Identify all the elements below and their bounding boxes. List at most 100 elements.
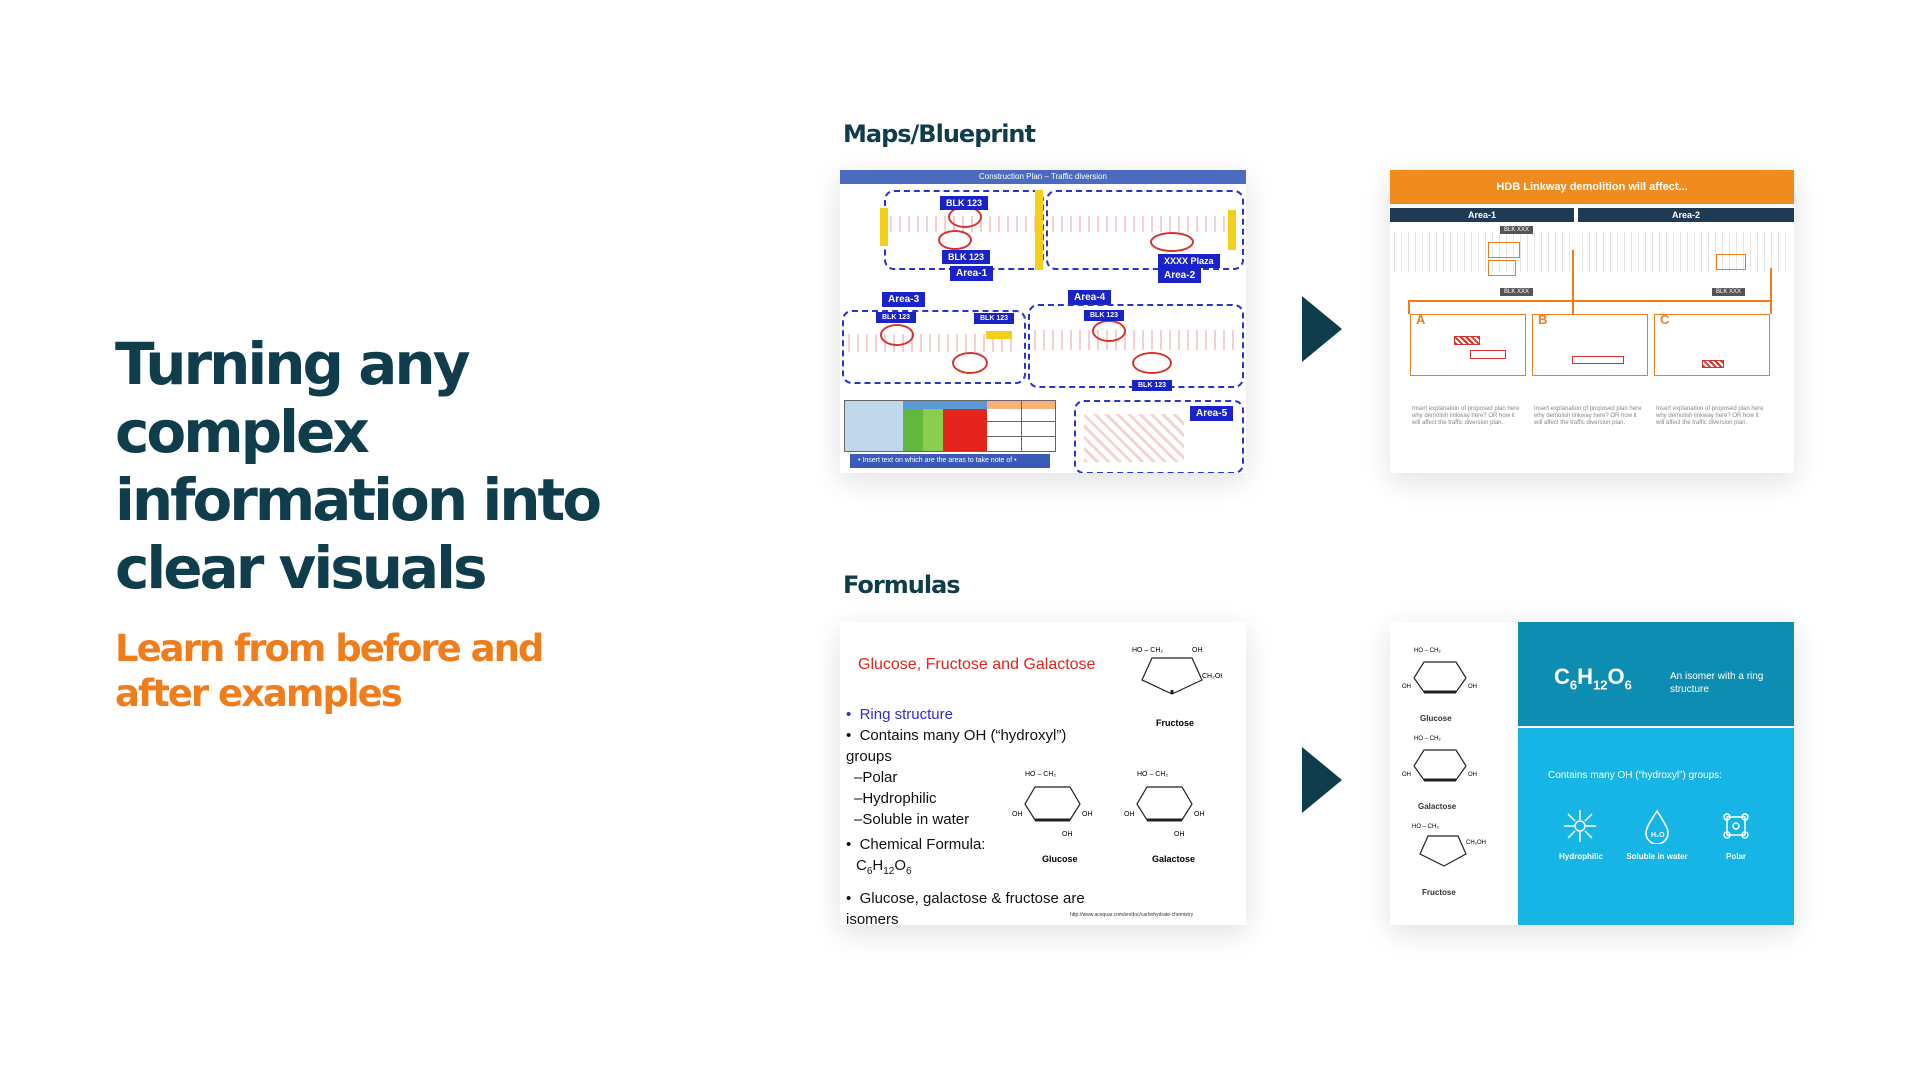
svg-text:CH₂OH: CH₂OH [1202, 673, 1222, 680]
polar-label: Polar [1725, 852, 1746, 861]
soluble-label: Soluble in water [1626, 852, 1688, 861]
fructose-ring-icon: HO – CH₂ CH₂OH [1412, 824, 1486, 867]
svg-text:OH: OH [1082, 811, 1093, 818]
polar-molecule-icon [1723, 813, 1749, 839]
area-1-map [1394, 232, 1570, 272]
glucose-ring-icon: HO – CH₂ OH OH OH [1012, 771, 1093, 838]
formulas-arrow-icon [1302, 747, 1342, 813]
svg-text:OH: OH [1174, 831, 1185, 838]
svg-text:OH: OH [1194, 811, 1205, 818]
svg-text:CH₂OH: CH₂OH [1466, 840, 1486, 846]
subheadline: Learn from before and after examples [115, 627, 544, 715]
road-strip [1052, 216, 1234, 232]
formulas-before-bullets: • Ring structure • Contains many OH (“hy… [846, 704, 1116, 925]
blk-tag: BLK 123 [1132, 380, 1173, 391]
formula-text: C6H12O6 [856, 857, 912, 877]
galactose-label: Galactose [1152, 854, 1196, 864]
highlight-box [1488, 260, 1516, 276]
maps-before-banner: Construction Plan – Traffic diversion [840, 170, 1246, 184]
detail-a [1410, 314, 1526, 376]
svg-text:HO – CH₂: HO – CH₂ [1414, 736, 1441, 742]
highlight-oval [1092, 320, 1126, 342]
highlight-oval [952, 352, 988, 374]
bullet-chem: • Chemical Formula: [846, 836, 986, 853]
formulas-before-title: Glucose, Fructose and Galactose [858, 656, 1096, 673]
svg-text:OH: OH [1468, 772, 1477, 778]
intro-block: Turning any complex information into cle… [115, 330, 635, 716]
formulas-before-slide: Glucose, Fructose and Galactose • Ring s… [840, 622, 1246, 925]
svg-text:OH: OH [1468, 684, 1477, 690]
water-drop-icon: H₂O [1645, 809, 1669, 844]
area-2-map [1582, 232, 1790, 272]
svg-text:HO – CH₂: HO – CH₂ [1025, 771, 1056, 778]
bullet-soluble: –Soluble in water [854, 811, 970, 828]
svg-text:OH: OH [1124, 811, 1135, 818]
svg-text:OH: OH [1012, 811, 1023, 818]
area-label: Area-4 [1068, 290, 1112, 305]
blk-tag: BLK 123 [942, 250, 991, 264]
maps-after-slide: HDB Linkway demolition will affect... Ar… [1390, 170, 1794, 473]
formulas-after-slide: HO – CH₂ OH OH Glucose HO – CH₂ OH OH Ga… [1390, 622, 1794, 925]
area-label: Area-5 [1190, 406, 1234, 421]
blk-tag: BLK 123 [1084, 310, 1125, 321]
yellow-marker [1228, 210, 1236, 250]
area-5-map [1084, 414, 1184, 462]
blk-tag: BLK 123 [876, 312, 917, 323]
svg-text:HO – CH₂: HO – CH₂ [1132, 647, 1163, 654]
area-3-box [842, 310, 1026, 384]
galactose-ring-icon: HO – CH₂ OH OH [1402, 736, 1477, 782]
area-label: Area-3 [882, 292, 926, 307]
fructose-label: Fructose [1422, 888, 1456, 897]
bullet-hydrophilic: –Hydrophilic [854, 790, 937, 807]
area-label: Area-2 [1158, 268, 1202, 283]
glucose-label: Glucose [1420, 714, 1452, 723]
fructose-ring-icon: HO – CH₂ OH CH₂OH [1132, 647, 1222, 695]
galactose-ring-icon: HO – CH₂ OH OH OH [1124, 771, 1205, 838]
blk-tag: BLK XXX [1712, 288, 1746, 296]
maps-section-label: Maps/Blueprint [843, 120, 1036, 148]
highlight-oval [938, 230, 972, 250]
hydrophilic-label: Hydrophilic [1558, 852, 1603, 861]
svg-text:OH: OH [1192, 647, 1203, 654]
maps-after-banner: HDB Linkway demolition will affect... [1390, 170, 1794, 204]
explanation-a: Insert explanation of proposed plan here… [1412, 406, 1520, 426]
svg-text:OH: OH [1062, 831, 1073, 838]
bullet-contains: • Contains many OH (“hydroxyl”) groups [846, 727, 1067, 765]
svg-text:HO – CH₂: HO – CH₂ [1414, 648, 1441, 654]
yellow-marker [986, 331, 1012, 339]
yellow-marker [1035, 190, 1043, 270]
maps-arrow-icon [1302, 296, 1342, 362]
bullet-ring: • Ring structure [846, 706, 953, 723]
detail-c-letter: C [1660, 312, 1670, 327]
formula-panel: C6H12O6 An isomer with a ring structure [1518, 622, 1794, 726]
area-2-box [1046, 190, 1244, 270]
highlight-box [1716, 254, 1746, 270]
highlight-box [1488, 242, 1520, 258]
isomer-text: An isomer with a ring structure [1670, 671, 1764, 695]
area-5-box [1074, 400, 1244, 473]
blk-tag: BLK 123 [974, 313, 1015, 324]
road-strip [1034, 330, 1234, 350]
formula-large: C6H12O6 [1554, 664, 1632, 693]
hydrophilic-icon [1564, 810, 1596, 842]
yellow-marker [880, 208, 888, 246]
glucose-ring-icon: HO – CH₂ OH OH [1402, 648, 1477, 694]
detail-b [1532, 314, 1648, 376]
svg-text:H₂O: H₂O [1651, 832, 1665, 839]
detail-c [1654, 314, 1770, 376]
blk-tag: XXXX Plaza [1158, 254, 1220, 268]
area-2-header: Area-2 [1578, 208, 1794, 222]
bullet-isomers: • Glucose, galactose & fructose are isom… [846, 890, 1085, 925]
maps-before-slide: Construction Plan – Traffic diversion BL… [840, 170, 1246, 473]
fructose-label: Fructose [1156, 718, 1195, 728]
svg-text:OH: OH [1402, 772, 1411, 778]
blk-tag: BLK XXX [1500, 226, 1534, 234]
detail-a-letter: A [1416, 312, 1426, 327]
area-label: Area-1 [950, 266, 994, 281]
headline: Turning any complex information into cle… [115, 330, 602, 602]
svg-text:HO – CH₂: HO – CH₂ [1412, 824, 1439, 830]
svg-text:OH: OH [1402, 684, 1411, 690]
properties-panel: Contains many OH (“hydroxyl”) groups: H₂… [1518, 728, 1794, 925]
svg-text:HO – CH₂: HO – CH₂ [1137, 771, 1168, 778]
source-link[interactable]: http://www.acequar.com/en/doc/carbohydra… [1070, 912, 1194, 918]
